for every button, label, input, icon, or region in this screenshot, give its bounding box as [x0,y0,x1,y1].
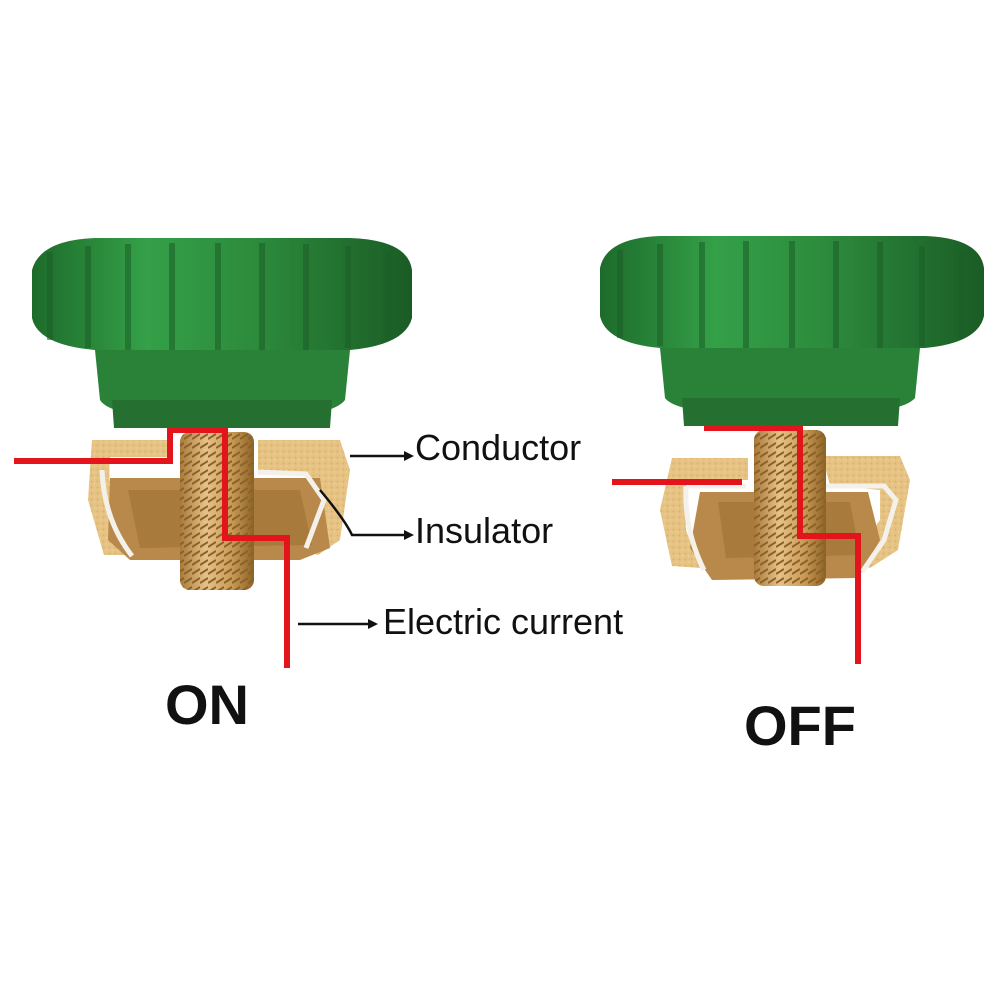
screw-on [180,432,254,590]
insulator-off [683,483,899,574]
insulator-on [99,469,327,558]
screw-off [754,430,826,586]
switch-off-assembly [600,236,984,664]
on-state-label: ON [165,673,249,736]
conductor-label: Conductor [415,427,581,468]
off-state-label: OFF [744,694,856,757]
electric-current-label: Electric current [383,601,623,642]
switch-on-assembly [14,238,412,668]
current-path-off-output [704,425,861,664]
callout-electric-current: Electric current [298,601,623,642]
callout-conductor: Conductor [350,427,581,468]
insulator-label: Insulator [415,510,553,551]
current-path-on [14,427,290,668]
knob-off [600,236,984,426]
callout-insulator: Insulator [319,489,553,551]
knob-on [32,238,412,428]
